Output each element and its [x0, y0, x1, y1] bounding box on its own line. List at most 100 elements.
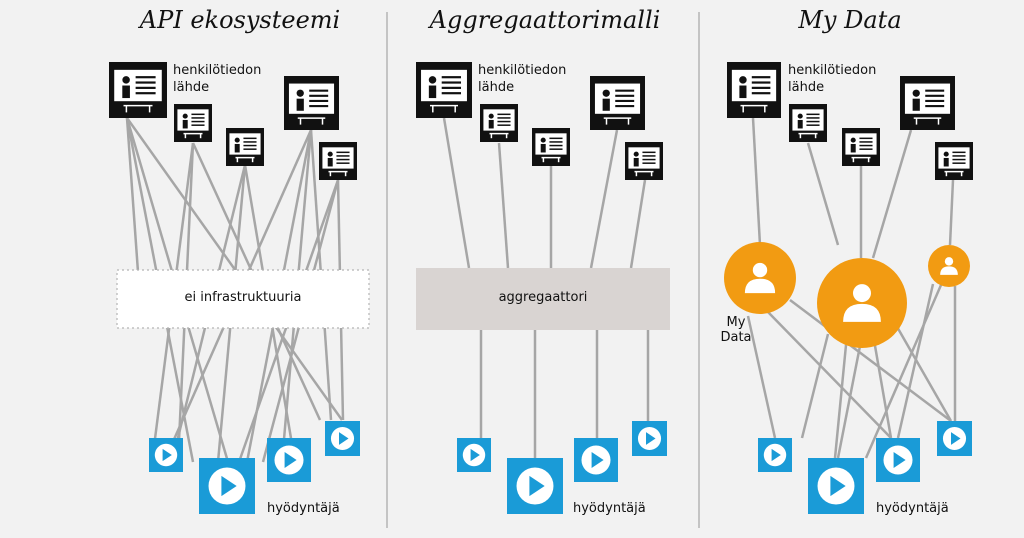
- connection-line: [836, 345, 862, 459]
- person-head: [797, 113, 803, 119]
- text-line: [925, 105, 945, 108]
- text-line: [952, 162, 966, 164]
- mydata-circle: [817, 258, 907, 348]
- play-icon: [507, 458, 563, 514]
- text-line: [925, 94, 945, 97]
- text-line: [806, 120, 820, 123]
- play-icon: [808, 458, 864, 514]
- person-head: [912, 89, 920, 97]
- connection-line: [800, 333, 830, 439]
- text-line: [859, 144, 873, 147]
- text-line: [135, 92, 156, 95]
- person-body: [488, 119, 494, 129]
- person-card-icon: [226, 128, 264, 166]
- text-line: [615, 99, 635, 103]
- card-screen: [114, 69, 162, 102]
- mydata-circle: [928, 245, 970, 287]
- person-head: [540, 137, 546, 143]
- person-card-icon: [319, 142, 357, 180]
- text-line: [806, 124, 820, 126]
- play-icon: [574, 438, 618, 482]
- person-card-icon: [727, 62, 781, 118]
- user-label-2: hyödyntäjä: [573, 501, 646, 516]
- text-line: [859, 137, 873, 140]
- title-my-data: My Data: [798, 6, 902, 34]
- card-screen: [792, 109, 824, 131]
- person-head: [428, 76, 437, 84]
- person-head: [850, 137, 856, 143]
- connection-line: [789, 299, 952, 422]
- text-line: [309, 94, 329, 97]
- person-card-icon: [174, 104, 212, 142]
- play-triangle: [771, 448, 781, 462]
- aggregator-label: aggregaattori: [498, 290, 588, 305]
- person-head: [327, 151, 333, 157]
- text-line: [615, 89, 635, 92]
- text-line: [806, 113, 820, 116]
- text-line: [191, 113, 205, 116]
- person-card-icon: [532, 128, 570, 166]
- person-head: [296, 89, 304, 97]
- text-line: [925, 99, 945, 103]
- text-line: [751, 81, 771, 84]
- play-icon: [937, 421, 972, 456]
- text-line: [549, 148, 563, 150]
- source-label-1: henkilötiedon lähde: [173, 63, 262, 95]
- card-screen: [594, 83, 641, 114]
- text-line: [549, 141, 563, 143]
- text-line: [925, 89, 945, 92]
- person-card-icon: [590, 76, 645, 130]
- connection-line: [589, 129, 619, 269]
- person-card-icon: [842, 128, 880, 166]
- person-body: [296, 98, 304, 111]
- play-triangle: [221, 475, 237, 497]
- person-body: [744, 278, 776, 294]
- person-body: [428, 85, 437, 99]
- card-screen: [229, 133, 261, 155]
- person-card-icon: [935, 142, 973, 180]
- person-body: [234, 143, 240, 153]
- card-screen: [845, 133, 877, 155]
- text-line: [243, 148, 257, 150]
- play-icon: [876, 438, 920, 482]
- text-line: [859, 148, 873, 150]
- user-label-1: hyödyntäjä: [267, 501, 340, 516]
- person-card-icon: [480, 104, 518, 142]
- connection-line: [442, 117, 471, 269]
- text-line: [243, 137, 257, 140]
- text-line: [336, 155, 350, 157]
- connection-line: [125, 117, 140, 273]
- play-triangle: [830, 475, 846, 497]
- person-head: [944, 257, 954, 266]
- text-line: [497, 120, 511, 123]
- card-screen: [628, 147, 660, 169]
- play-triangle: [951, 432, 961, 445]
- text-line: [336, 158, 350, 161]
- text-line: [336, 162, 350, 164]
- mydata-label: My Data: [720, 315, 752, 345]
- no-infrastructure-box: [116, 269, 370, 329]
- text-line: [135, 76, 156, 79]
- text-line: [441, 81, 461, 84]
- connection-line: [833, 344, 848, 459]
- mydata-person-icon: [724, 242, 796, 314]
- text-line: [309, 99, 329, 103]
- person-card-icon: [416, 62, 472, 118]
- person-body: [182, 119, 188, 129]
- person-body: [122, 85, 130, 99]
- connection-line: [872, 339, 893, 439]
- mydata-person-icon: [928, 245, 970, 287]
- person-head: [943, 151, 949, 157]
- person-body: [540, 143, 546, 153]
- person-body: [633, 157, 639, 167]
- text-line: [751, 76, 771, 79]
- text-line: [642, 158, 656, 161]
- card-screen: [322, 147, 354, 169]
- text-line: [243, 144, 257, 147]
- text-line: [441, 86, 461, 89]
- play-triangle: [162, 448, 172, 462]
- aggregator-box: [416, 268, 670, 330]
- text-line: [309, 105, 329, 108]
- text-line: [751, 92, 771, 95]
- text-line: [549, 137, 563, 140]
